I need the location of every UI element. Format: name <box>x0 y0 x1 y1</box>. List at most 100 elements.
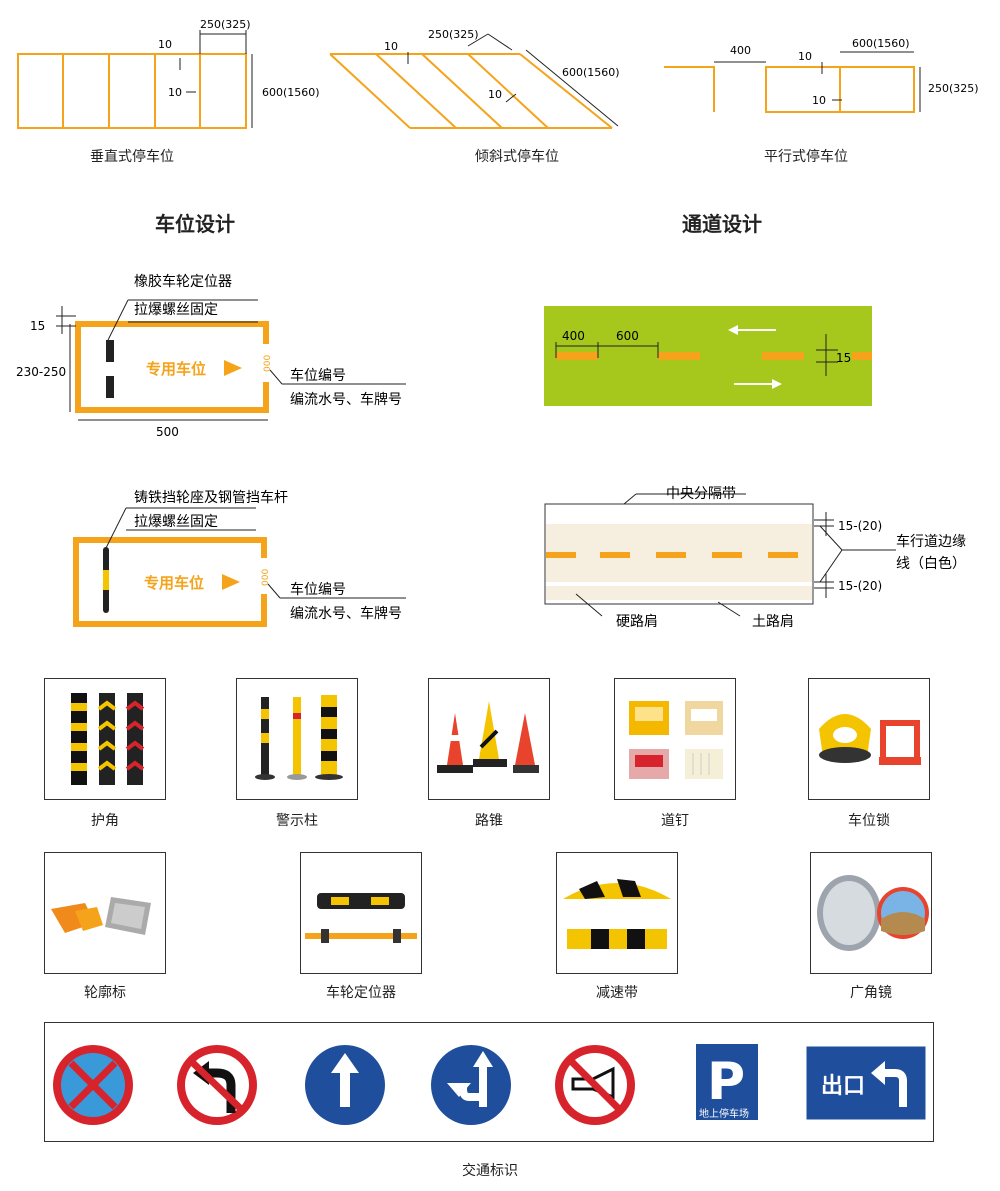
lane-arrow-right-head <box>772 379 782 389</box>
lane-design-1-diagram: 400 600 15 <box>544 306 872 406</box>
stall-1-callout-top-2: 拉爆螺丝固定 <box>134 302 218 318</box>
stall-2-number: 000 <box>261 569 271 586</box>
product-tile <box>810 852 932 974</box>
product-label: 护角 <box>91 813 119 829</box>
no-honking-sign-icon <box>555 1045 635 1125</box>
perpendicular-dim-line-a: 10 <box>158 38 172 51</box>
corner-guard-icon <box>71 693 145 785</box>
perpendicular-dim-width: 250(325) <box>200 18 251 31</box>
road-stud-icon <box>629 701 723 779</box>
stall-design-title: 车位设计 <box>155 212 235 236</box>
callout-line <box>623 493 637 505</box>
dimension-line <box>487 33 513 51</box>
product-label: 减速带 <box>596 985 638 1001</box>
angled-stall-diagram: 250(325) 600(1560) 10 10 <box>329 28 620 129</box>
product-tile <box>300 852 422 974</box>
product-tile <box>808 678 930 800</box>
stall-2-callout-top-1: 铸铁挡轮座及钢管挡车杆 <box>134 489 288 506</box>
exit-sign-icon: 出口 <box>803 1043 929 1123</box>
rubber-wheel-stopper <box>106 376 114 398</box>
product-label: 警示柱 <box>276 813 318 829</box>
callout-line <box>105 507 127 549</box>
product-tile <box>428 678 550 800</box>
parking-sign-main: P <box>707 1052 745 1112</box>
stall-design-2-diagram: 铸铁挡轮座及钢管挡车杆 拉爆螺丝固定 专用车位 000 车位编号 编流水号、车牌… <box>73 489 406 627</box>
straight-or-left-sign-icon <box>431 1045 511 1125</box>
lane-2-dim-bottom: 15-(20) <box>838 579 882 593</box>
convex-mirror-icon <box>817 875 929 951</box>
traffic-signs-panel: P 地上停车场 出口 <box>44 1022 934 1142</box>
angled-divider <box>519 53 613 129</box>
lane-1-dim-gap: 600 <box>616 329 639 343</box>
cast-iron-base <box>103 607 109 613</box>
lane-2-label-edge-line-2: 线（白色） <box>896 555 966 572</box>
stall-1-outline <box>75 321 269 413</box>
product-tile <box>236 678 358 800</box>
parallel-stall-diagram: 400 600(1560) 250(325) 10 10 <box>664 37 979 113</box>
product-tile <box>556 852 678 974</box>
lane-2-label-edge-line-1: 车行道边缘 <box>896 533 966 550</box>
stall-2-outline <box>73 537 267 627</box>
angled-dim-line-a: 10 <box>384 40 398 53</box>
perpendicular-stall-label: 垂直式停车位 <box>90 149 174 165</box>
product-label: 轮廓标 <box>84 985 126 1001</box>
parallel-dim-length: 600(1560) <box>852 37 910 50</box>
stall-1-dim-top: 15 <box>30 319 45 333</box>
callout-line <box>269 369 283 385</box>
callout-line <box>819 549 843 583</box>
lane-dash <box>556 352 598 360</box>
product-label: 车位锁 <box>848 813 890 829</box>
lane-design-title: 通道设计 <box>682 212 762 236</box>
lane-dash <box>658 352 700 360</box>
angled-divider <box>375 53 457 129</box>
perpendicular-stall-diagram: 250(325) 600(1560) 10 10 <box>17 18 320 129</box>
dimension-line <box>467 33 489 47</box>
lane-1-dim-width: 15 <box>836 351 851 365</box>
lane-2-label-soft-shoulder: 土路肩 <box>752 614 794 630</box>
lane-2-label-median: 中央分隔带 <box>666 486 736 502</box>
stall-layouts-diagram: 250(325) 600(1560) 10 10 250(325) 600(15… <box>17 18 979 129</box>
stall-2-outline-gap <box>258 560 270 594</box>
parallel-dim-gap: 400 <box>730 44 751 57</box>
road-lower-band <box>546 586 812 600</box>
straight-ahead-sign-icon <box>305 1045 385 1125</box>
lane-1-dim-dash: 400 <box>562 329 585 343</box>
perpendicular-dim-line-b: 10 <box>168 86 182 99</box>
angled-divider <box>329 53 411 129</box>
parallel-stall-left <box>664 66 715 112</box>
callout-line <box>267 583 281 599</box>
parallel-dim-line-a: 10 <box>798 50 812 63</box>
lane-arrow-left-head <box>728 325 738 335</box>
traffic-cone-icon <box>437 701 539 773</box>
angled-divider <box>421 53 503 129</box>
stall-2-callout-right-1: 车位编号 <box>290 581 346 598</box>
stall-2-text: 专用车位 <box>144 574 204 592</box>
stall-direction-arrow <box>224 360 242 376</box>
stall-1-outline-gap <box>260 346 272 382</box>
dimension-line <box>525 49 619 127</box>
rubber-wheel-stopper <box>106 340 114 362</box>
parking-lock-icon <box>819 714 921 765</box>
perpendicular-stall-outline <box>17 53 247 129</box>
parallel-dim-line-b: 10 <box>812 94 826 107</box>
lane-2-label-hard-shoulder: 硬路肩 <box>616 614 658 630</box>
road-dash <box>712 552 742 558</box>
traffic-signs-row: P 地上停车场 出口 <box>53 1042 929 1125</box>
exit-sign-text: 出口 <box>821 1074 865 1099</box>
product-label: 路锥 <box>475 813 503 829</box>
stall-1-dim-height: 230-250 <box>16 365 66 379</box>
road-dash <box>546 552 576 558</box>
lane-design-2-diagram: 中央分隔带 15-(20) 15-(20) 车行道边缘 线（白色） 硬路肩 土路… <box>544 486 966 630</box>
lane-dash <box>852 352 872 360</box>
no-left-turn-sign-icon <box>177 1045 257 1125</box>
wheel-stopper-icon <box>305 893 417 943</box>
lane-dash <box>762 352 804 360</box>
angled-dim-line-b: 10 <box>488 88 502 101</box>
no-parking-sign-icon <box>53 1045 133 1125</box>
stall-1-number: 000 <box>263 355 273 372</box>
stall-1-callout-top-1: 橡胶车轮定位器 <box>134 273 232 290</box>
product-label: 车轮定位器 <box>326 985 396 1001</box>
stall-design-1-diagram: 橡胶车轮定位器 拉爆螺丝固定 15 230-250 500 专用车位 000 车… <box>16 273 406 439</box>
traffic-signs-caption: 交通标识 <box>462 1163 518 1179</box>
product-tile <box>44 852 166 974</box>
